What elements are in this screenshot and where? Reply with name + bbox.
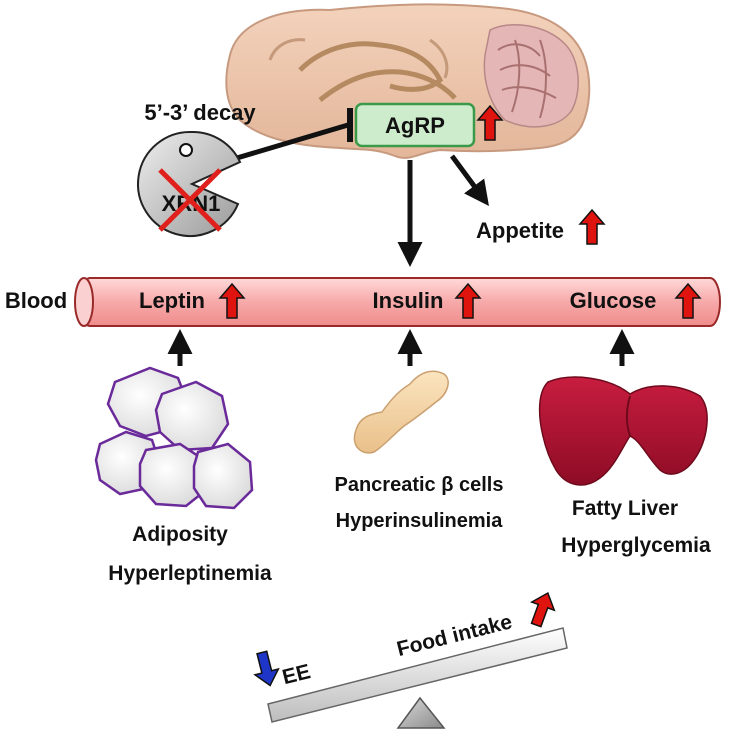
ee-label: EE	[280, 660, 313, 689]
agrp-label: AgRP	[385, 113, 445, 138]
fat-cells-icon	[94, 366, 254, 510]
food-intake-increase-arrow-icon	[529, 591, 556, 628]
leptin-increase-arrow-icon	[218, 282, 246, 319]
pancreas-icon	[353, 370, 449, 454]
ee-decrease-arrow-icon	[253, 650, 280, 687]
insulin-label: Insulin	[373, 288, 444, 313]
agrp-increase-arrow-icon	[476, 104, 504, 141]
pancreatic-label: Pancreatic β cells	[335, 474, 504, 496]
hyperinsulinemia-label: Hyperinsulinemia	[336, 510, 504, 532]
hyperglycemia-label: Hyperglycemia	[561, 534, 711, 557]
cross-icon	[158, 168, 222, 232]
agrp-to-appetite-arrow	[449, 154, 489, 207]
fatty-liver-label: Fatty Liver	[572, 497, 678, 520]
liver-icon	[538, 376, 708, 486]
appetite-increase-arrow-icon	[578, 208, 606, 245]
exonuclease-pacman-icon	[137, 130, 242, 237]
hyperleptinemia-label: Hyperleptinemia	[108, 562, 272, 585]
glucose-label: Glucose	[570, 288, 657, 313]
insulin-increase-arrow-icon	[454, 282, 482, 319]
decay-label: 5’-3’ decay	[144, 100, 256, 125]
blood-label: Blood	[5, 288, 67, 313]
seesaw-icon	[267, 627, 568, 729]
blood-vessel	[74, 277, 721, 327]
leptin-label: Leptin	[139, 288, 205, 313]
agrp-box: AgRP	[354, 102, 476, 148]
adiposity-label: Adiposity	[132, 523, 228, 546]
glucose-increase-arrow-icon	[674, 282, 702, 319]
appetite-label: Appetite	[476, 218, 564, 243]
